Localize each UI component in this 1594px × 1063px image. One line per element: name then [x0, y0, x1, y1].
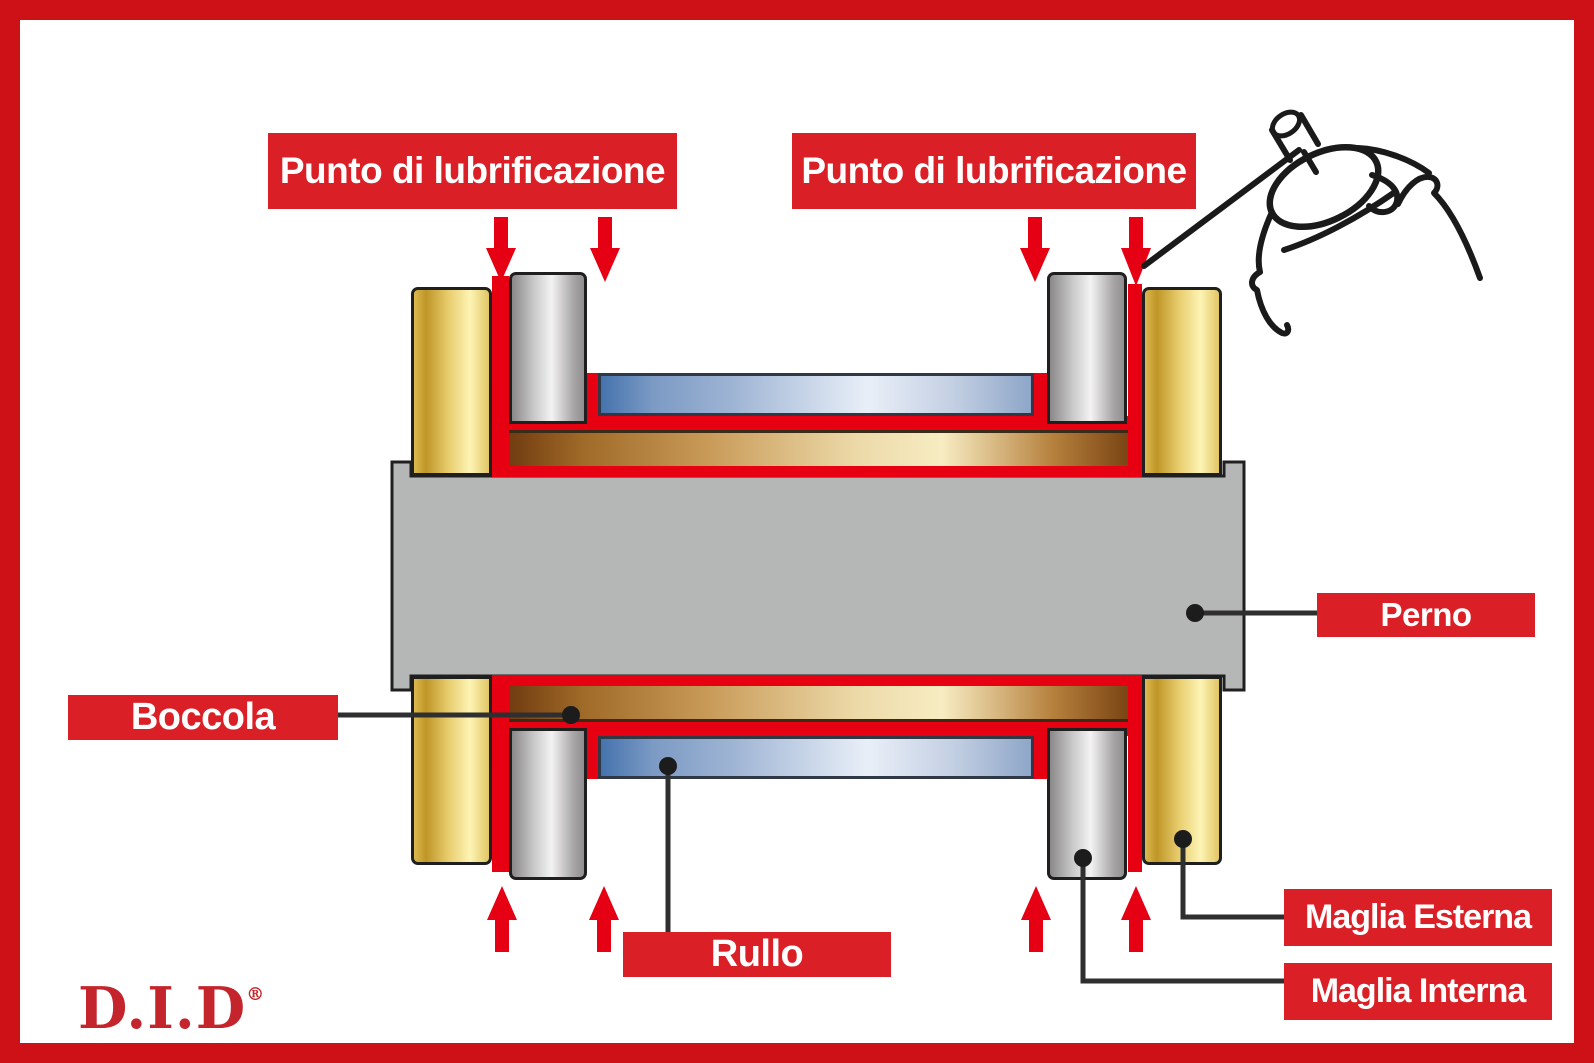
lubricant-sliver-top-left — [586, 373, 598, 424]
inner-link-label: Maglia Interna — [1284, 963, 1552, 1020]
leader-lines — [335, 604, 1320, 984]
lubricant-sliver-bottom-left — [586, 728, 598, 779]
leader-dot-roller — [659, 757, 677, 775]
lubricant-band-bushing-pin-top — [492, 466, 1142, 477]
lubrication-arrows-bottom — [487, 886, 1151, 952]
lubrication-arrows-top — [486, 217, 1151, 286]
lubricant-strip-bottom-left — [492, 676, 509, 872]
inner-plate-bottom-right — [1047, 728, 1127, 880]
outer-plate-top-left — [411, 287, 492, 476]
lube-point-label-right: Punto di lubrificazione — [792, 133, 1196, 209]
lubrication-arrow-icon — [1121, 886, 1151, 952]
lubricant-strip-top-left — [492, 276, 509, 476]
lubrication-arrow-icon — [589, 886, 619, 952]
roller-top — [598, 373, 1034, 416]
leader-line-outer-link — [1180, 836, 1287, 920]
bushing-top — [509, 430, 1128, 466]
bushing-label: Boccola — [68, 695, 338, 740]
registered-mark: ® — [246, 984, 265, 1005]
pin-label: Perno — [1317, 593, 1535, 637]
spray-can-icon — [1141, 109, 1483, 337]
lubrication-arrow-icon — [486, 217, 516, 282]
lubrication-arrow-icon — [1020, 217, 1050, 282]
inner-plate-top-left — [509, 272, 587, 424]
lubricant-sliver-top-right — [1034, 373, 1047, 424]
inner-plate-top-right — [1047, 272, 1127, 424]
lubricant-band-roller-bushing-top — [509, 416, 1128, 430]
leader-dot-outer-link — [1174, 830, 1192, 848]
inner-plate-bottom-left — [509, 728, 587, 880]
lubricant-strip-top-right — [1128, 284, 1142, 476]
outer-plate-bottom-left — [411, 676, 492, 865]
annotation-layer — [335, 109, 1483, 984]
lube-point-label-left: Punto di lubrificazione — [268, 133, 677, 209]
lubricant-strip-bottom-right — [1128, 676, 1142, 872]
leader-dot-bushing — [562, 706, 580, 724]
lubrication-arrow-icon — [487, 886, 517, 952]
lubrication-arrow-icon — [590, 217, 620, 282]
roller-label: Rullo — [623, 932, 891, 977]
outer-plate-bottom-right — [1142, 676, 1222, 865]
lubrication-arrow-icon — [1121, 217, 1151, 286]
outer-plate-top-right — [1142, 287, 1222, 476]
lubricant-band-roller-bushing-bottom — [509, 722, 1128, 736]
brand-logo: D.I.D® — [78, 966, 264, 1037]
lubricant-sliver-bottom-right — [1034, 728, 1047, 779]
bushing-bottom — [509, 686, 1128, 722]
lubricant-band-bushing-pin-bottom — [492, 675, 1142, 686]
outer-link-label: Maglia Esterna — [1284, 889, 1552, 946]
leader-dot-inner-link — [1074, 849, 1092, 867]
brand-logo-text: D.I.D — [78, 975, 247, 1042]
leader-dot-pin — [1186, 604, 1204, 622]
leader-line-inner-link — [1080, 855, 1287, 984]
lubrication-arrow-icon — [1021, 886, 1051, 952]
